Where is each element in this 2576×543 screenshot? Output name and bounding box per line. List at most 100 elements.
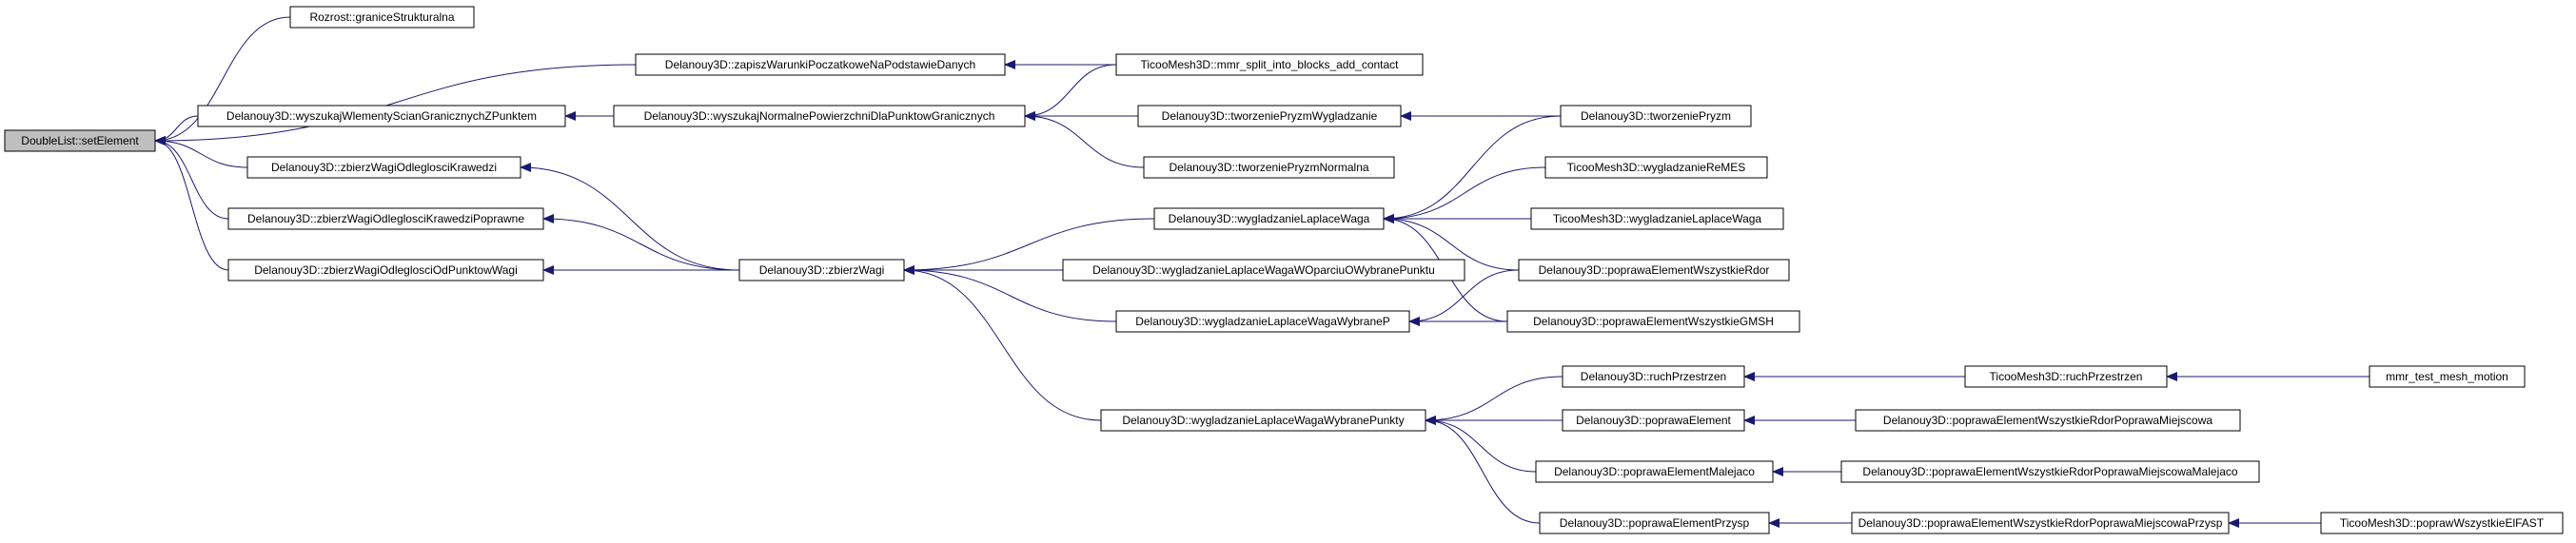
node-n18[interactable]: Delanouy3D::wygladzanieLaplaceWagaWybran… (1115, 310, 1410, 333)
node-box (1530, 207, 1784, 230)
node-label: Delanouy3D::tworzeniePryzmWygladzanie (1162, 109, 1378, 123)
node-box (246, 156, 521, 179)
node-box (1062, 259, 1465, 281)
node-n26[interactable]: Delanouy3D::poprawaElementMalejaco (1535, 460, 1774, 483)
node-n16[interactable]: Delanouy3D::wygladzanieLaplaceWagaWOparc… (1062, 259, 1465, 281)
node-n22[interactable]: TicooMesh3D::ruchPrzestrzen (1964, 365, 2168, 388)
node-box (1544, 156, 1768, 179)
node-box (1562, 409, 1745, 432)
node-n14[interactable]: TicooMesh3D::wygladzanieReMES (1544, 156, 1768, 179)
edge-n8-to-n5 (1024, 111, 1145, 168)
node-label: Delanouy3D::wyszukajNormalnePowierzchniD… (644, 109, 995, 123)
node-label: Delanouy3D::poprawaElementWszystkieRdorP… (1862, 465, 2237, 478)
edge-n1-to-n0 (154, 16, 291, 145)
node-n29[interactable]: Delanouy3D::poprawaElementWszystkieRdorP… (1851, 512, 2230, 534)
node-box (4, 129, 156, 152)
node-n28[interactable]: Delanouy3D::poprawaElementPrzysp (1539, 512, 1770, 534)
node-box (289, 6, 475, 29)
node-box (1539, 512, 1770, 534)
node-n30[interactable]: TicooMesh3D::poprawWszystkieElFAST (2320, 512, 2564, 534)
node-box (1137, 105, 1402, 127)
node-label: TicooMesh3D::mmr_split_into_blocks_add_c… (1140, 58, 1399, 71)
node-n5[interactable]: Delanouy3D::wyszukajNormalnePowierzchniD… (613, 105, 1026, 127)
node-label: Delanouy3D::poprawaElementWszystkieRdorP… (1883, 414, 2212, 427)
node-box (1143, 156, 1395, 179)
node-label: Delanouy3D::zbierzWagiOdleglosciOdPunkto… (254, 263, 518, 277)
edge-n17-to-n18 (1408, 269, 1520, 326)
node-n12[interactable]: Delanouy3D::zbierzWagi (738, 259, 905, 281)
node-box (1855, 409, 2241, 432)
edge-n18-to-n12 (903, 265, 1117, 322)
edge-n28-to-n20 (1425, 416, 1541, 524)
node-box (635, 53, 1006, 76)
node-box (1562, 365, 1745, 388)
edge-n2-to-n0 (154, 64, 637, 145)
node-n6[interactable]: Delanouy3D::tworzeniePryzmWygladzanie (1137, 105, 1402, 127)
node-n25[interactable]: Delanouy3D::poprawaElementWszystkieRdorP… (1855, 409, 2241, 432)
node-label: Delanouy3D::ruchPrzestrzen (1581, 370, 1726, 383)
node-n15[interactable]: TicooMesh3D::wygladzanieLaplaceWaga (1530, 207, 1784, 230)
node-n11[interactable]: Delanouy3D::zbierzWagiOdleglosciOdPunkto… (227, 259, 544, 281)
node-label: Rozrost::graniceStrukturalna (309, 10, 454, 24)
node-label: TicooMesh3D::wygladzanieLaplaceWaga (1553, 212, 1762, 225)
node-box (1840, 460, 2260, 483)
node-n8[interactable]: Delanouy3D::tworzeniePryzmNormalna (1143, 156, 1395, 179)
edge-n13-to-n12 (903, 218, 1155, 275)
node-label: Delanouy3D::tworzeniePryzmNormalna (1169, 161, 1368, 174)
node-label: Delanouy3D::wygladzanieLaplaceWaga (1169, 212, 1370, 225)
node-box (227, 207, 544, 230)
node-n24[interactable]: Delanouy3D::poprawaElement (1562, 409, 1745, 432)
node-label: mmr_test_mesh_motion (2386, 370, 2508, 383)
node-n19[interactable]: Delanouy3D::poprawaElementWszystkieGMSH (1506, 310, 1800, 333)
edge-n12-to-n10 (542, 214, 740, 271)
node-n27[interactable]: Delanouy3D::poprawaElementWszystkieRdorP… (1840, 460, 2260, 483)
edge-n9-to-n0 (154, 136, 248, 168)
edge-n21-to-n20 (1425, 376, 1563, 425)
node-box (1518, 259, 1790, 281)
edge-n20-to-n12 (903, 265, 1102, 421)
node-n23[interactable]: mmr_test_mesh_motion (2369, 365, 2526, 388)
node-box (1153, 207, 1385, 230)
node-label: Delanouy3D::zbierzWagiOdleglosciKrawedzi (271, 161, 497, 174)
node-n4[interactable]: Delanouy3D::wyszukajWlementyScianGranicz… (197, 105, 566, 127)
node-n10[interactable]: Delanouy3D::zbierzWagiOdleglosciKrawedzi… (227, 207, 544, 230)
node-label: Delanouy3D::tworzeniePryzm (1581, 109, 1731, 123)
node-label: TicooMesh3D::wygladzanieReMES (1567, 161, 1746, 174)
node-n7[interactable]: Delanouy3D::tworzeniePryzm (1560, 105, 1752, 127)
node-n2[interactable]: Delanouy3D::zapiszWarunkiPoczatkoweNaPod… (635, 53, 1006, 76)
node-label: Delanouy3D::poprawaElementWszystkieRdorP… (1858, 516, 2223, 530)
edge-n14-to-n13 (1383, 166, 1546, 223)
edge-n3-to-n5 (1024, 64, 1117, 121)
node-n20[interactable]: Delanouy3D::wygladzanieLaplaceWagaWybran… (1100, 409, 1426, 432)
node-box (227, 259, 544, 281)
node-box (1560, 105, 1752, 127)
node-n13[interactable]: Delanouy3D::wygladzanieLaplaceWaga (1153, 207, 1385, 230)
node-box (2369, 365, 2526, 388)
node-box (1115, 53, 1424, 76)
node-n3[interactable]: TicooMesh3D::mmr_split_into_blocks_add_c… (1115, 53, 1424, 76)
edge-n17-to-n13 (1383, 214, 1520, 271)
node-box (1964, 365, 2168, 388)
edge-n12-to-n9 (520, 163, 740, 271)
node-label: Delanouy3D::poprawaElementPrzysp (1560, 516, 1750, 530)
node-label: Delanouy3D::poprawaElementWszystkieGMSH (1533, 315, 1774, 328)
node-box (613, 105, 1026, 127)
node-n21[interactable]: Delanouy3D::ruchPrzestrzen (1562, 365, 1745, 388)
node-n17[interactable]: Delanouy3D::poprawaElementWszystkieRdor (1518, 259, 1790, 281)
node-box (197, 105, 566, 127)
node-label: Delanouy3D::wyszukajWlementyScianGranicz… (226, 109, 537, 123)
node-box (1115, 310, 1410, 333)
edge-n11-to-n0 (154, 136, 229, 271)
node-label: Delanouy3D::poprawaElement (1576, 414, 1731, 427)
node-box (1100, 409, 1426, 432)
edge-n10-to-n0 (154, 136, 229, 220)
node-n9[interactable]: Delanouy3D::zbierzWagiOdleglosciKrawedzi (246, 156, 521, 179)
node-n1[interactable]: Rozrost::graniceStrukturalna (289, 6, 475, 29)
edge-n26-to-n20 (1425, 416, 1537, 473)
node-box (2320, 512, 2564, 534)
node-label: Delanouy3D::poprawaElementMalejaco (1554, 465, 1755, 478)
node-box (1506, 310, 1800, 333)
node-label: TicooMesh3D::ruchPrzestrzen (1990, 370, 2143, 383)
node-n0[interactable]: DoubleList::setElement (4, 129, 156, 152)
